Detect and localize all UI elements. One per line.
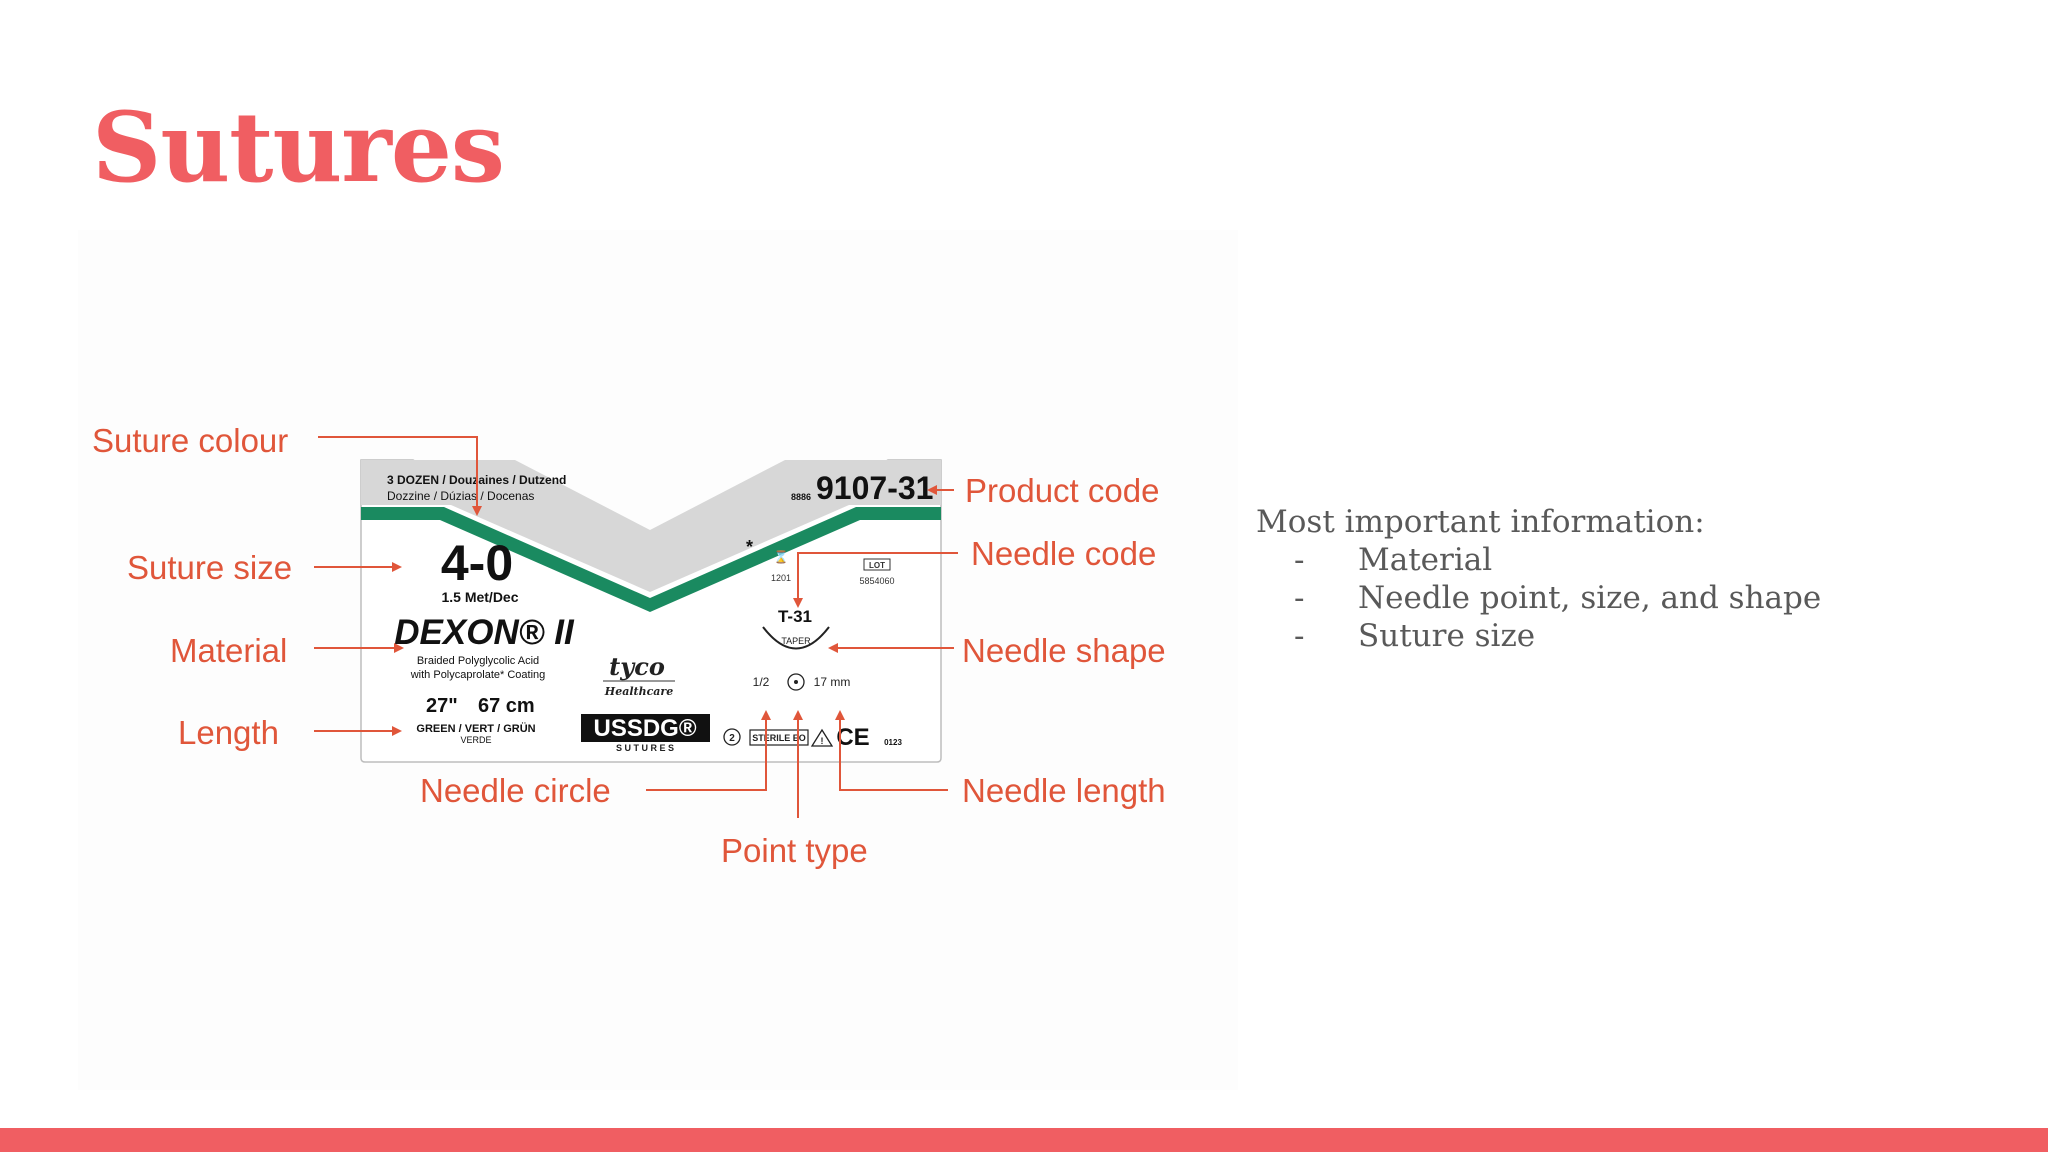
leader-needle-length — [839, 716, 948, 791]
package-metric-size: 1.5 Met/Dec — [441, 589, 518, 605]
callout-needle-shape: Needle shape — [962, 632, 1166, 669]
package-date-code: 1201 — [771, 573, 791, 583]
single-use-icon — [723, 728, 741, 746]
manufacturer-logo: tyco — [609, 652, 665, 681]
package-needle-length: 17 mm — [814, 675, 851, 689]
suture-package: 3 DOZEN / Douzaines / Dutzend Dozzine / … — [360, 459, 942, 763]
arrowhead-suture-size — [392, 562, 402, 572]
info-block: Most important information: - Material -… — [1256, 503, 2016, 655]
sterile-label: STERILE EO — [752, 733, 806, 743]
package-green-band — [361, 507, 941, 612]
suture-package-diagram: 3 DOZEN / Douzaines / Dutzend Dozzine / … — [92, 422, 1166, 869]
info-item-label: Material — [1358, 542, 1493, 578]
package-quantity-languages: Dozzine / Dúzias / Docenas — [387, 489, 534, 503]
ce-mark: CE — [836, 724, 869, 751]
caution-mark: ! — [821, 736, 824, 746]
package-brand: DEXON® II — [394, 613, 575, 652]
lot-label-box — [863, 558, 891, 571]
callout-labels: Suture colour Suture size Material Lengt… — [92, 422, 1166, 869]
callout-needle-length: Needle length — [962, 772, 1166, 809]
ussdg-logo-box — [581, 714, 710, 742]
package-coating-description: with Polycaprolate* Coating — [410, 669, 546, 681]
callout-suture-size: Suture size — [127, 549, 292, 586]
package-suture-colour-es: VERDE — [460, 735, 491, 745]
package-product-code: 9107-31 — [816, 470, 933, 506]
info-list: - Material - Needle point, size, and sha… — [1256, 541, 2016, 655]
arrowhead-material — [394, 643, 404, 653]
suture-package-figure: 3 DOZEN / Douzaines / Dutzend Dozzine / … — [78, 230, 1238, 1090]
manufacturer-subtitle: Healthcare — [604, 685, 673, 698]
package-material-description: Braided Polyglycolic Acid — [417, 655, 539, 667]
callout-leaders — [314, 436, 958, 818]
single-use-symbol: 2 — [729, 733, 735, 744]
hourglass-icon: ⌛ — [774, 550, 789, 564]
arrowhead-product-code — [927, 485, 937, 495]
callout-material: Material — [170, 632, 287, 669]
ussdg-logo: USSDG® — [593, 715, 696, 742]
arrowhead-length — [392, 726, 402, 736]
lot-number: 5854060 — [859, 576, 894, 586]
bullet-dash: - — [1294, 618, 1305, 654]
package-length-cm: 67 cm — [478, 695, 535, 717]
bullet-dash: - — [1294, 542, 1305, 578]
product-code-prefix: 8886 — [791, 492, 811, 502]
package-length-inches: 27" — [426, 695, 458, 717]
arrowhead-needle-length — [835, 710, 845, 720]
callout-point-type: Point type — [721, 832, 868, 869]
leader-needle-circle — [646, 716, 767, 791]
arrowhead-point-type — [793, 710, 803, 720]
info-item-needle: - Needle point, size, and shape — [1256, 579, 2016, 617]
lot-label: LOT — [869, 561, 885, 570]
arrowhead-needle-code — [793, 598, 803, 608]
package-star: * — [746, 537, 753, 557]
info-item-label: Suture size — [1358, 618, 1536, 654]
info-item-label: Needle point, size, and shape — [1358, 580, 1822, 616]
needle-point-symbol-icon — [787, 673, 805, 691]
callout-product-code: Product code — [965, 472, 1159, 509]
arrowhead-needle-circle — [761, 710, 771, 720]
info-heading: Most important information: — [1256, 504, 1705, 540]
callout-suture-colour: Suture colour — [92, 422, 288, 459]
bottom-accent-bar — [0, 1128, 2048, 1152]
slide-title: Sutures — [92, 91, 505, 204]
leader-suture-colour — [318, 436, 478, 510]
arrowhead-needle-shape — [828, 643, 838, 653]
bullet-dash: - — [1294, 580, 1305, 616]
package-needle-point: TAPER — [781, 636, 811, 646]
callout-needle-circle: Needle circle — [420, 772, 611, 809]
ussdg-logo-subtitle: S U T U R E S — [616, 743, 674, 753]
package-suture-colour: GREEN / VERT / GRÜN — [416, 722, 535, 735]
needle-point-symbol-dot — [794, 680, 798, 684]
package-needle-code: T-31 — [778, 607, 812, 626]
needle-shape-icon — [762, 626, 830, 650]
callout-arrowheads — [392, 485, 937, 736]
info-item-material: - Material — [1256, 541, 2016, 579]
callout-needle-code: Needle code — [971, 535, 1156, 572]
package-top-tab — [361, 460, 941, 592]
package-needle-circle: 1/2 — [753, 675, 770, 689]
sterile-box — [749, 729, 809, 746]
arrowhead-suture-colour — [472, 506, 482, 516]
callout-length: Length — [178, 714, 279, 751]
leader-needle-code — [797, 552, 958, 602]
package-suture-size: 4-0 — [441, 535, 513, 591]
ce-number: 0123 — [884, 738, 902, 747]
info-item-suture-size: - Suture size — [1256, 617, 2016, 655]
caution-icon — [810, 728, 834, 747]
